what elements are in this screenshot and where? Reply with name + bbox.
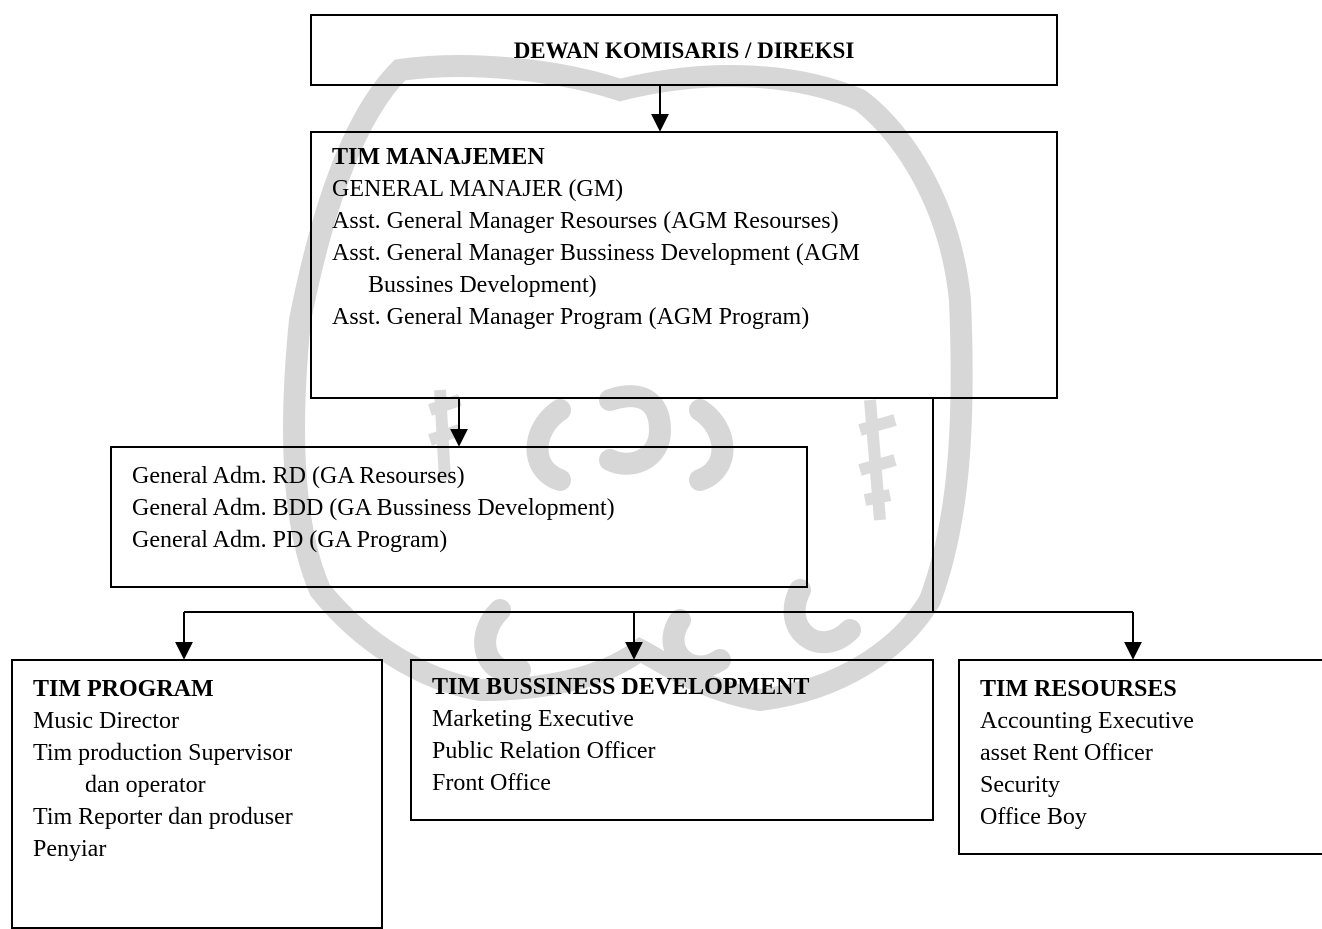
admin-line-pd: General Adm. PD (GA Program) [132,527,448,553]
management-line-agm-bussiness: Asst. General Manager Bussiness Developm… [332,240,860,266]
tim-resourses-line: Security [980,772,1060,798]
management-line-gm: GENERAL MANAJER (GM) [332,176,624,202]
tim-resourses-line: Office Boy [980,804,1087,830]
management-box: TIM MANAJEMEN GENERAL MANAJER (GM) Asst.… [310,131,1058,399]
general-admin-box: General Adm. RD (GA Resourses) General A… [110,446,808,588]
tim-program-line: Tim Reporter dan produser [33,804,293,830]
tim-program-line: Music Director [33,708,179,734]
management-title: TIM MANAJEMEN [332,144,545,170]
tim-bussiness-line: Front Office [432,770,551,796]
management-line-agm-resourses: Asst. General Manager Resourses (AGM Res… [332,208,839,234]
tim-program-line: Penyiar [33,836,107,862]
admin-line-bdd: General Adm. BDD (GA Bussiness Developme… [132,495,615,521]
tim-program-title: TIM PROGRAM [33,676,214,702]
direksi-box: DEWAN KOMISARIS / DIREKSI [310,14,1058,86]
management-line-agm-bussiness-cont: Bussines Development) [368,272,597,298]
seal-loop-right-icon [783,579,861,654]
tim-resourses-line: Accounting Executive [980,708,1194,734]
tim-bussiness-line: Marketing Executive [432,706,634,732]
admin-line-rd: General Adm. RD (GA Resourses) [132,463,465,489]
seal-script-right-icon [858,399,897,521]
management-line-agm-program: Asst. General Manager Program (AGM Progr… [332,304,810,330]
direksi-title: DEWAN KOMISARIS / DIREKSI [513,38,855,63]
tim-bussiness-development-title: TIM BUSSINESS DEVELOPMENT [432,674,810,700]
tim-bussiness-line: Public Relation Officer [432,738,656,764]
tim-resourses-title: TIM RESOURSES [980,676,1177,702]
tim-program-line: dan operator [85,772,206,798]
tim-resourses-line: asset Rent Officer [980,740,1153,766]
tim-program-line: Tim production Supervisor [33,740,293,766]
tim-bussiness-development-box: TIM BUSSINESS DEVELOPMENT Marketing Exec… [410,659,934,821]
tim-resourses-box: TIM RESOURSES Accounting Executive asset… [958,659,1322,855]
tim-program-box: TIM PROGRAM Music Director Tim productio… [11,659,383,929]
